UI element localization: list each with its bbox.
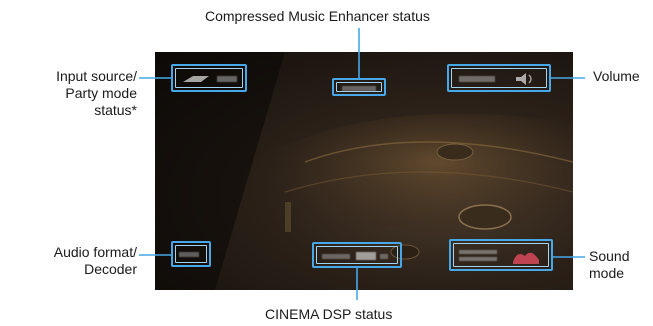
- speaker-icon: [516, 73, 532, 85]
- input-source-label-line1: Input source/: [56, 68, 137, 84]
- input-source-label-line2: Party mode: [65, 85, 137, 101]
- sound-mode-indicator-inner: [453, 243, 549, 267]
- audio-format-label-line2: Decoder: [84, 261, 137, 277]
- input-source-label-line3: status*: [94, 102, 137, 118]
- input-source-blurred-text: [217, 76, 237, 82]
- audio-format-indicator: [171, 241, 211, 267]
- cinema-dsp-blurred-text: [322, 254, 350, 259]
- compressed-music-enhancer-indicator: [332, 78, 386, 96]
- sound-mode-blurred-text: [459, 250, 497, 262]
- cinema-dsp-indicator-inner: [316, 246, 398, 264]
- compressed-music-enhancer-label: Compressed Music Enhancer status: [205, 8, 430, 24]
- audio-format-blurred-text: [179, 252, 199, 257]
- sound-mode-label: Sound mode: [589, 248, 629, 282]
- sound-mode-label-line2: mode: [589, 265, 625, 281]
- audio-format-label-line1: Audio format/: [53, 244, 137, 260]
- input-source-label: Input source/ Party mode status*: [22, 68, 137, 119]
- audio-format-label: Audio format/ Decoder: [20, 244, 137, 278]
- enhancer-blurred-text: [342, 86, 376, 91]
- sound-mode-label-line1: Sound: [589, 248, 630, 264]
- cinema-dsp-3d-badge: [356, 252, 376, 260]
- usb-icon: [183, 76, 209, 82]
- compressed-music-enhancer-indicator-inner: [336, 82, 382, 92]
- volume-blurred-text: [459, 76, 495, 82]
- input-source-indicator: [171, 64, 247, 92]
- audio-format-indicator-inner: [175, 245, 207, 263]
- volume-label: Volume: [593, 68, 640, 84]
- input-source-indicator-inner: [175, 68, 243, 88]
- cinema-dsp-blurred-text-2: [380, 254, 388, 259]
- volume-indicator: [447, 64, 551, 92]
- cinema-dsp-label: CINEMA DSP status: [265, 306, 393, 322]
- volume-indicator-inner: [451, 68, 547, 88]
- sound-mode-indicator: [449, 239, 553, 271]
- tv-screen: [155, 52, 573, 290]
- piano-background-image: [155, 52, 573, 290]
- cinema-dsp-indicator: [312, 242, 402, 268]
- sound-mode-icon: [513, 252, 539, 264]
